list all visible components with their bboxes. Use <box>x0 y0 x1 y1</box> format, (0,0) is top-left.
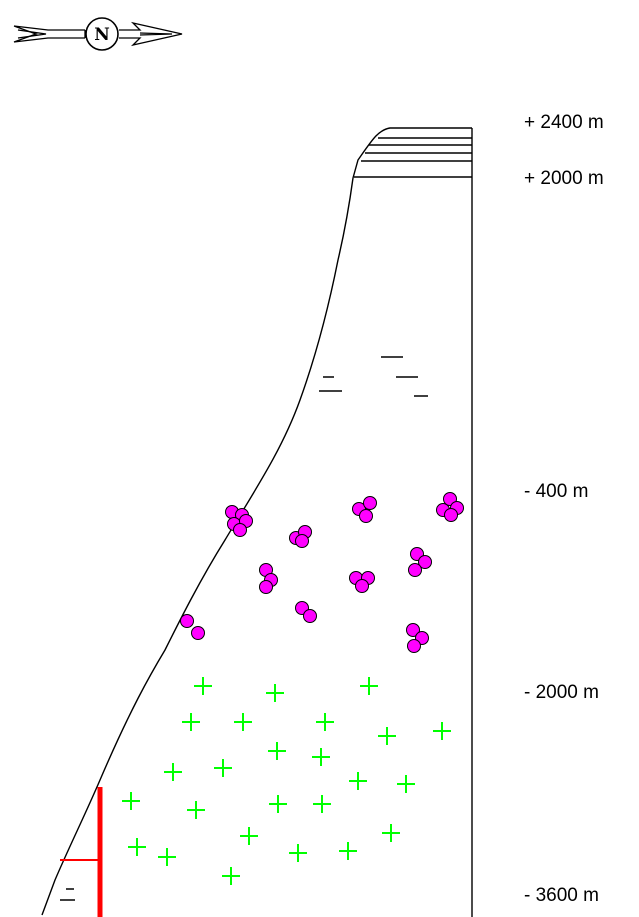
cross-symbol-icon <box>187 801 205 819</box>
pebble-cluster-icon <box>408 547 432 577</box>
cross-symbol-icon <box>182 713 200 731</box>
depth-label-plus-2400: + 2400 m <box>524 112 604 133</box>
cross-symbol-icon <box>214 759 232 777</box>
cross-symbols <box>122 677 451 885</box>
cross-symbol-icon <box>240 827 258 845</box>
depth-label-minus-400: - 400 m <box>524 481 589 502</box>
cross-symbol-icon <box>339 842 357 860</box>
pebble-cluster-icon <box>259 563 278 594</box>
cross-symbol-icon <box>164 763 182 781</box>
cross-symbol-icon <box>316 713 334 731</box>
pebble-clusters <box>180 492 464 653</box>
cross-symbol-icon <box>433 722 451 740</box>
cross-symbol-icon <box>378 727 396 745</box>
cross-symbol-icon <box>268 742 286 760</box>
cross-symbol-icon <box>269 795 287 813</box>
cross-symbol-icon <box>158 848 176 866</box>
pebble-cluster-icon <box>180 614 205 640</box>
north-arrow-icon: N <box>13 17 183 51</box>
cross-symbol-icon <box>194 677 212 695</box>
cross-symbol-icon <box>312 748 330 766</box>
cliff-profile <box>41 127 473 917</box>
cross-symbol-icon <box>122 792 140 810</box>
cross-symbol-icon <box>397 775 415 793</box>
cross-symbol-icon <box>128 838 146 856</box>
dash-symbols <box>60 356 428 901</box>
cross-symbol-icon <box>349 772 367 790</box>
pebble-cluster-icon <box>352 496 377 523</box>
pebble-cluster-icon <box>225 505 253 537</box>
strata-lines <box>354 137 472 178</box>
cross-symbol-icon <box>382 824 400 842</box>
red-wall-structure <box>60 787 103 917</box>
pebble-cluster-icon <box>436 492 464 522</box>
compass-label: N <box>94 25 110 45</box>
cross-symbol-icon <box>234 713 252 731</box>
depth-label-plus-2000: + 2000 m <box>524 168 604 189</box>
cross-symbol-icon <box>289 844 307 862</box>
cross-symbol-icon <box>222 867 240 885</box>
depth-label-minus-2000: - 2000 m <box>524 682 599 703</box>
pebble-cluster-icon <box>295 601 317 623</box>
depth-label-minus-3600: - 3600 m <box>524 885 599 906</box>
cross-symbol-icon <box>313 795 331 813</box>
pebble-cluster-icon <box>349 571 375 593</box>
cross-symbol-icon <box>266 684 284 702</box>
cross-symbol-icon <box>360 677 378 695</box>
pebble-cluster-icon <box>406 623 429 653</box>
pebble-cluster-icon <box>289 525 312 548</box>
